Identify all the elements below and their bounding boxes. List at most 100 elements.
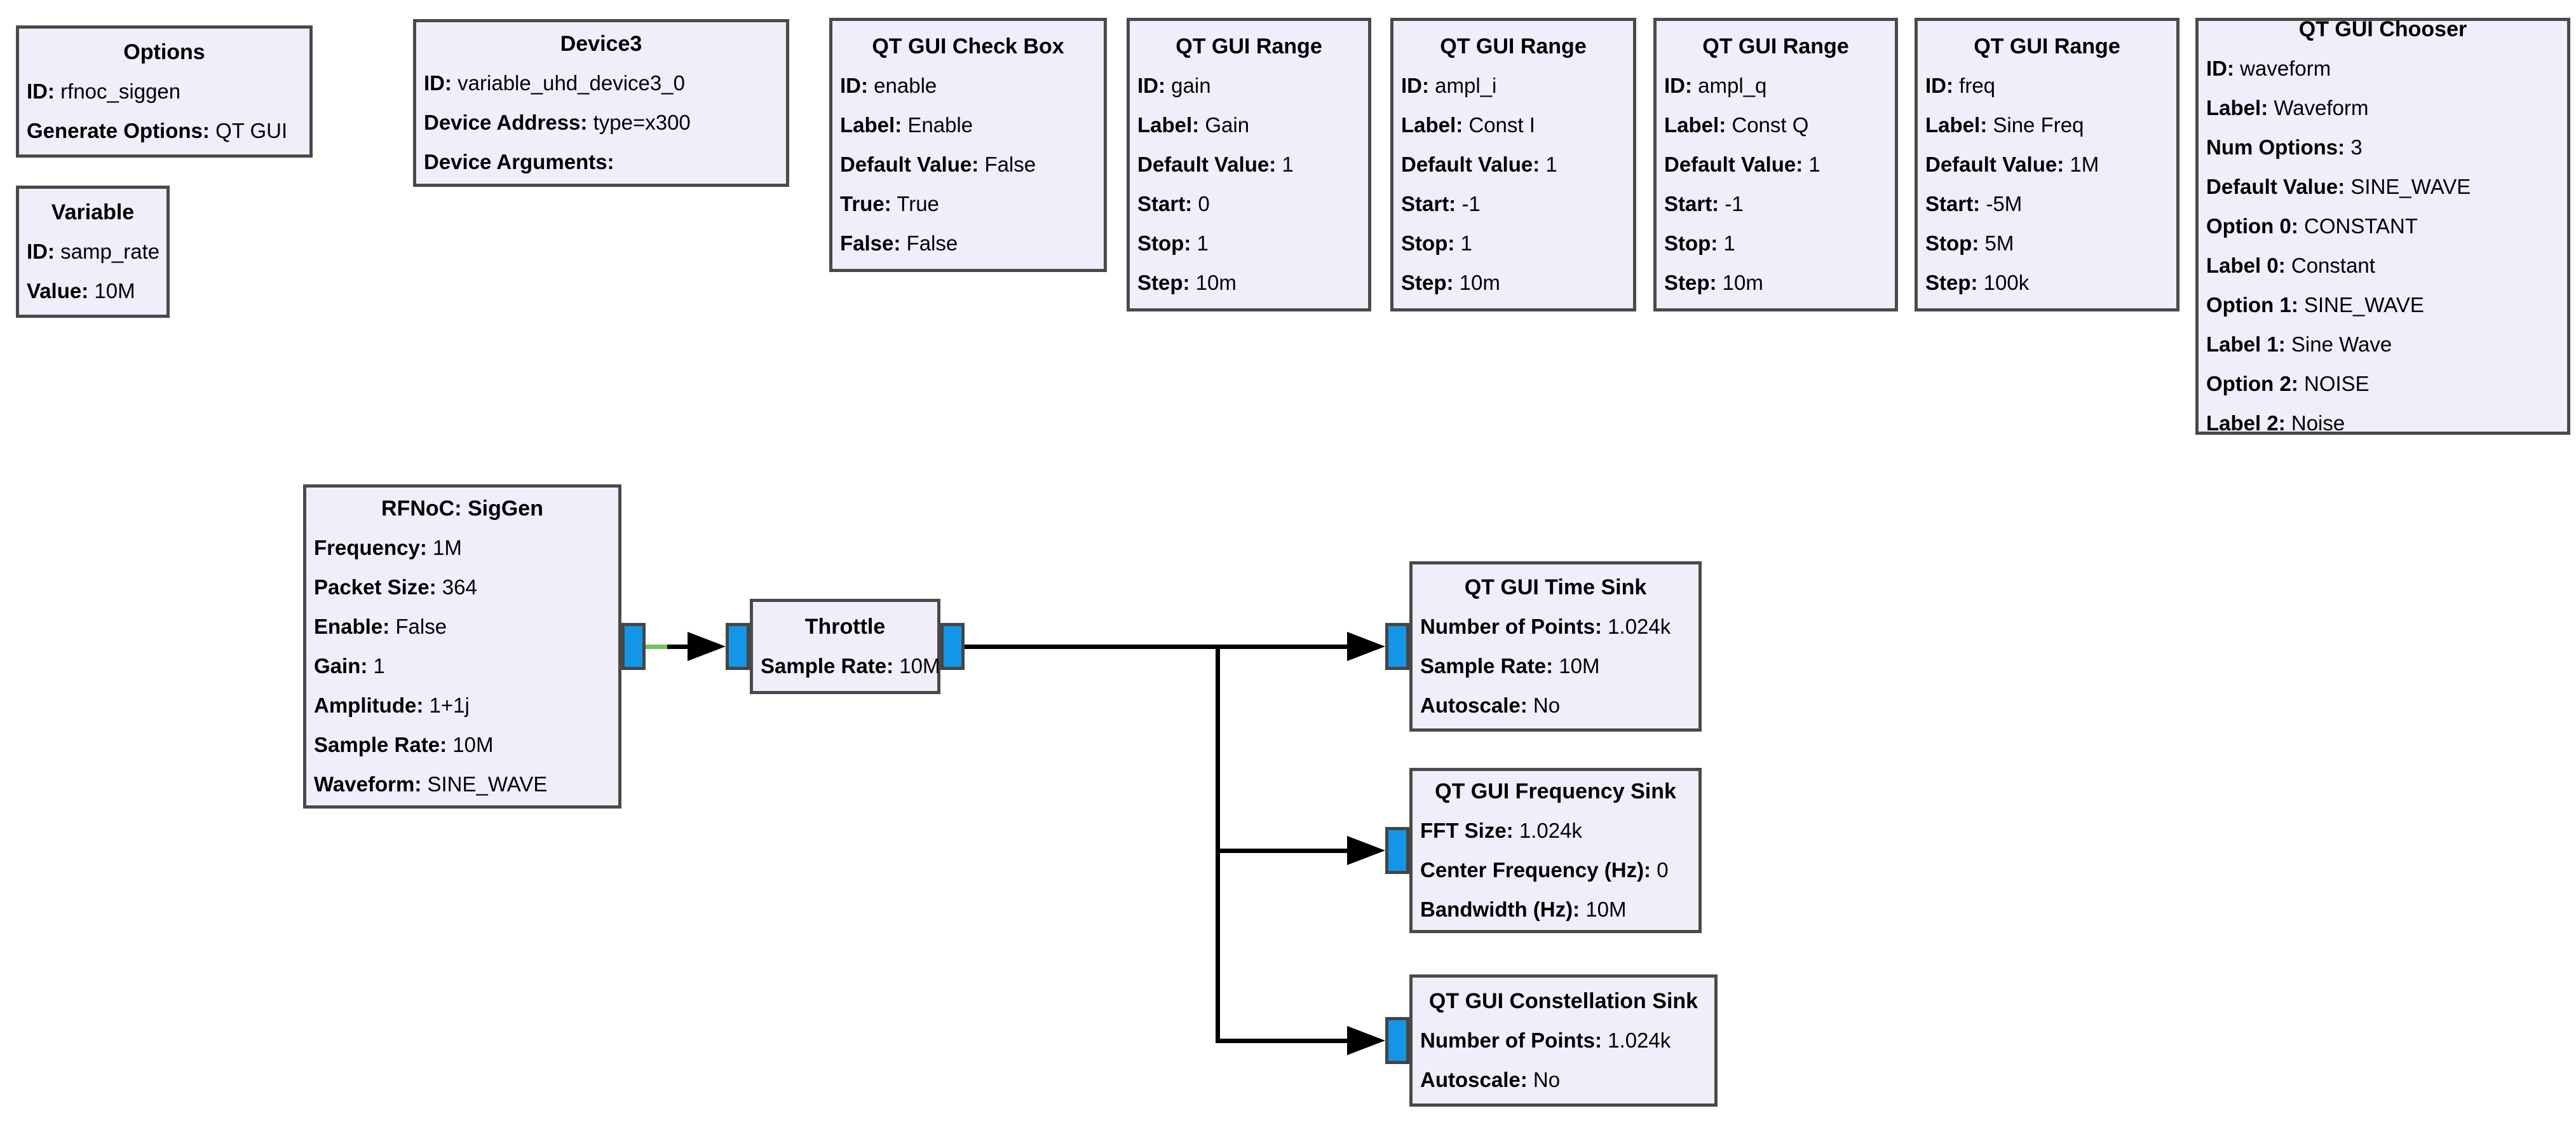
- param-label: Stop:: [1925, 231, 1979, 255]
- param-label: Default Value:: [1925, 153, 2064, 176]
- param-label: Gain:: [314, 654, 368, 678]
- param-label: Enable:: [314, 615, 390, 638]
- block-title: QT GUI Frequency Sink: [1435, 779, 1676, 803]
- param-label: Label 1:: [2206, 332, 2286, 356]
- connection-arrowhead-icon[interactable]: [1347, 1026, 1385, 1055]
- param-label: Device Arguments:: [424, 150, 614, 174]
- param-value: QT GUI: [215, 119, 288, 142]
- param-label: Default Value:: [1137, 153, 1277, 176]
- param-value: Sine Freq: [1993, 113, 2084, 137]
- qt-gui-frequency-sink-input-port[interactable]: [1385, 827, 1409, 874]
- block-param: ID: gain: [1137, 66, 1360, 106]
- param-value: Constant: [2291, 254, 2375, 277]
- block-title: Variable: [51, 200, 135, 224]
- block-param: Packet Size: 364: [314, 568, 611, 607]
- block-param: Device Address: type=x300: [424, 103, 778, 142]
- param-label: Option 2:: [2206, 372, 2298, 395]
- throttle-output-port[interactable]: [940, 623, 965, 670]
- param-value: -1: [1461, 192, 1481, 215]
- qt-gui-constellation-sink-input-port[interactable]: [1385, 1017, 1409, 1064]
- block-param: Default Value: 1: [1664, 145, 1887, 184]
- param-label: True:: [840, 192, 891, 215]
- param-value: 1.024k: [1519, 819, 1582, 842]
- param-label: Step:: [1401, 271, 1454, 294]
- param-label: Default Value:: [1401, 153, 1540, 176]
- param-value: False: [395, 615, 447, 638]
- param-value: gain: [1171, 74, 1211, 97]
- block-param: Label: Sine Freq: [1925, 106, 2169, 145]
- param-value: Waveform: [2274, 96, 2369, 120]
- block-title: Options: [123, 40, 205, 64]
- param-label: Label 0:: [2206, 254, 2286, 277]
- block-param: False: False: [840, 224, 1096, 263]
- wire-segment[interactable]: [965, 644, 1220, 649]
- block-param: Device Arguments:: [424, 142, 778, 182]
- throttle-input-port[interactable]: [726, 623, 750, 670]
- wire-segment[interactable]: [1215, 644, 1220, 1043]
- param-value: waveform: [2240, 57, 2331, 80]
- wire-segment[interactable]: [1215, 1038, 1348, 1043]
- block-param: Start: -5M: [1925, 184, 2169, 224]
- param-label: Step:: [1664, 271, 1717, 294]
- param-label: ID:: [1137, 74, 1165, 97]
- block-param: Autoscale: No: [1420, 686, 1691, 725]
- block-title: QT GUI Chooser: [2298, 17, 2467, 41]
- block-param: Label 0: Constant: [2206, 246, 2559, 285]
- param-label: Label:: [1137, 113, 1200, 137]
- param-value: 5M: [1984, 231, 2014, 255]
- block-param: Step: 10m: [1137, 263, 1360, 303]
- wire-segment[interactable]: [646, 644, 689, 649]
- param-label: Sample Rate:: [761, 654, 894, 678]
- block-param: ID: samp_rate: [27, 232, 159, 271]
- param-label: Default Value:: [2206, 175, 2345, 198]
- param-label: Stop:: [1664, 231, 1718, 255]
- param-label: Waveform:: [314, 772, 422, 796]
- block-param: True: True: [840, 184, 1096, 224]
- rfnoc-siggen-output-port[interactable]: [621, 623, 646, 670]
- connection-arrowhead-icon[interactable]: [688, 632, 726, 661]
- param-value: 1+1j: [429, 693, 470, 717]
- param-value: 364: [442, 575, 477, 599]
- param-label: Start:: [1664, 192, 1719, 215]
- block-title: QT GUI Range: [1440, 34, 1587, 58]
- connection-arrowhead-icon[interactable]: [1347, 632, 1385, 661]
- block-param: Start: 0: [1137, 184, 1360, 224]
- param-value: 10m: [1459, 271, 1500, 294]
- param-label: Step:: [1137, 271, 1190, 294]
- param-value: 1: [1723, 231, 1735, 255]
- param-value: 1.024k: [1608, 615, 1671, 638]
- block-param: Enable: False: [314, 607, 611, 646]
- connection-arrowhead-icon[interactable]: [1347, 836, 1385, 865]
- param-value: 1: [373, 654, 385, 678]
- block-param: Sample Rate: 10M: [1420, 646, 1691, 686]
- block-param: Start: -1: [1664, 184, 1887, 224]
- block-param: Label 1: Sine Wave: [2206, 325, 2559, 364]
- param-label: Step:: [1925, 271, 1978, 294]
- wire-segment[interactable]: [1215, 848, 1348, 853]
- block-title: QT GUI Range: [1702, 34, 1849, 58]
- param-label: Generate Options:: [27, 119, 210, 142]
- param-value: Noise: [2291, 411, 2345, 435]
- block-param: Option 0: CONSTANT: [2206, 207, 2559, 246]
- block-param: Default Value: 1: [1137, 145, 1360, 184]
- param-value: variable_uhd_device3_0: [458, 71, 685, 95]
- param-label: Autoscale:: [1420, 1068, 1528, 1091]
- block-param: Amplitude: 1+1j: [314, 686, 611, 725]
- qt-gui-time-sink-input-port[interactable]: [1385, 623, 1409, 670]
- block-param: Label: Const I: [1401, 106, 1625, 145]
